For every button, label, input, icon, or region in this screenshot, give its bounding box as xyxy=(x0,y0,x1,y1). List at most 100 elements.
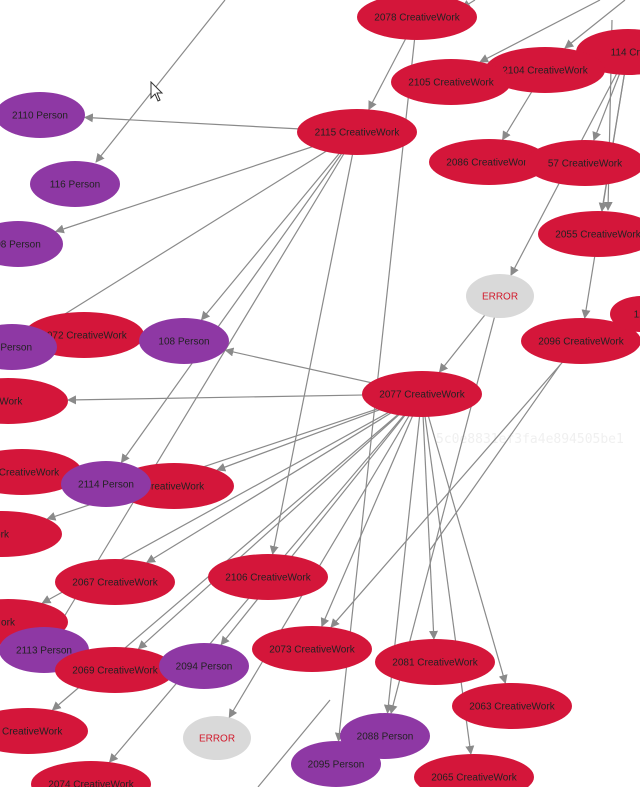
node-err2[interactable]: ERROR xyxy=(183,716,251,760)
node-label: 2105 CreativeWork xyxy=(408,78,494,89)
node-n57[interactable]: 57 CreativeWork xyxy=(525,140,640,186)
node-label: 2074 CreativeWork xyxy=(48,780,134,787)
node-label: 108 Person xyxy=(158,337,209,348)
creative-node-shape xyxy=(485,47,605,93)
node-n2095[interactable]: 2095 Person xyxy=(291,741,381,787)
node-n120[interactable]: 120 xyxy=(610,296,640,332)
creative-node-shape xyxy=(297,109,417,155)
edge-n2115-to-n2106 xyxy=(269,131,358,555)
creative-node-shape xyxy=(31,761,151,787)
node-n2065[interactable]: 2065 CreativeWork xyxy=(414,754,534,787)
node-err1[interactable]: ERROR xyxy=(466,274,534,318)
node-n2073[interactable]: 2073 CreativeWork xyxy=(252,626,372,672)
creative-node-shape xyxy=(0,378,68,424)
edge-n2077-to-n2094 xyxy=(220,393,423,646)
creative-node-shape xyxy=(610,296,640,332)
edge-line xyxy=(257,699,331,787)
node-n2094[interactable]: 2094 Person xyxy=(159,643,249,689)
node-n2069[interactable]: 2069 CreativeWork xyxy=(55,647,175,693)
background-id-text: 5c0e8831ef3fa4e894505be1 xyxy=(436,432,624,447)
creative-node-shape xyxy=(55,559,175,605)
creative-node-shape xyxy=(414,754,534,787)
node-label: 57 CreativeWork xyxy=(548,159,623,170)
creative-node-shape xyxy=(55,647,175,693)
edge-n2077-to-n2069 xyxy=(137,393,423,650)
node-label: 2094 Person xyxy=(176,662,233,673)
creative-node-shape xyxy=(452,683,572,729)
node-label: 120 xyxy=(634,310,640,321)
node-n2105[interactable]: 2105 CreativeWork xyxy=(391,59,511,105)
person-node-shape xyxy=(159,643,249,689)
edge-line xyxy=(429,364,561,551)
node-label: 114 Cre xyxy=(611,48,640,59)
node-n2074[interactable]: 2074 CreativeWork xyxy=(31,761,151,787)
node-label: 2095 Person xyxy=(308,760,365,771)
edge-n2077-to-n2067 xyxy=(146,393,423,564)
node-label: 2086 CreativeWork xyxy=(446,158,532,169)
node-n7p[interactable]: 7 Person xyxy=(0,324,57,370)
node-nork[interactable]: ork xyxy=(0,511,62,557)
mouse-cursor-icon xyxy=(150,81,164,102)
node-n2104[interactable]: 2104 CreativeWork xyxy=(485,47,605,93)
node-n2115[interactable]: 2115 CreativeWork xyxy=(297,109,417,155)
person-node-shape xyxy=(0,92,85,138)
node-n2114[interactable]: 2114 Person xyxy=(61,461,151,507)
node-n2096[interactable]: 2096 CreativeWork xyxy=(521,318,640,364)
node-label: 2069 CreativeWork xyxy=(72,666,158,677)
node-label: ERROR xyxy=(482,292,518,303)
node-n116[interactable]: 116 Person xyxy=(30,161,120,207)
edge-n114-to-n2096 xyxy=(581,51,629,319)
creative-node-shape xyxy=(391,59,511,105)
node-label: 7 Person xyxy=(0,343,32,354)
edge-n2115-to-n7p xyxy=(39,131,358,330)
node-label: eWork xyxy=(0,397,23,408)
node-n108[interactable]: 108 Person xyxy=(139,318,229,364)
node-n2077[interactable]: 2077 CreativeWork xyxy=(362,371,482,417)
edge-n2115-to-n108 xyxy=(200,131,358,321)
creative-node-shape xyxy=(538,211,640,257)
node-n5cw[interactable]: 5 CreativeWork xyxy=(0,708,88,754)
creative-node-shape xyxy=(208,554,328,600)
node-label: 2114 Person xyxy=(78,480,134,491)
node-n2081[interactable]: 2081 CreativeWork xyxy=(375,639,495,685)
node-label: 2104 CreativeWork xyxy=(502,66,588,77)
node-label: ERROR xyxy=(199,734,235,745)
edge-n2115-to-n08p xyxy=(54,131,358,234)
creative-node-shape xyxy=(521,318,640,364)
node-n2106[interactable]: 2106 CreativeWork xyxy=(208,554,328,600)
node-neWork1[interactable]: eWork xyxy=(0,378,68,424)
node-label: CreativeWork xyxy=(144,482,205,493)
edge-n2077-to-n2063 xyxy=(421,393,508,684)
creative-node-shape xyxy=(0,511,62,557)
error-node-shape xyxy=(183,716,251,760)
node-label: 2055 CreativeWork xyxy=(555,230,640,241)
node-label: 2077 CreativeWork xyxy=(379,390,465,401)
creative-node-shape xyxy=(252,626,372,672)
edge-n2115-to-n2114 xyxy=(120,131,358,464)
edge-n2077-to-n2073 xyxy=(320,393,423,628)
node-label: 2067 CreativeWork xyxy=(72,578,158,589)
node-label: 5 CreativeWork xyxy=(0,727,63,738)
node-n2086[interactable]: 2086 CreativeWork xyxy=(429,139,549,185)
node-label: 2065 CreativeWork xyxy=(431,773,517,784)
node-n2067[interactable]: 2067 CreativeWork xyxy=(55,559,175,605)
creative-node-shape xyxy=(375,639,495,685)
node-label: ork xyxy=(0,530,10,541)
node-label: 2081 CreativeWork xyxy=(392,658,478,669)
node-n2055[interactable]: 2055 CreativeWork xyxy=(538,211,640,257)
edge-line xyxy=(479,0,601,63)
node-n08p[interactable]: 08 Person xyxy=(0,221,63,267)
edge-n2096-to-n2073 xyxy=(330,340,582,628)
node-n2063[interactable]: 2063 CreativeWork xyxy=(452,683,572,729)
edge-n2115-to-n2113 xyxy=(56,131,358,629)
creative-node-shape xyxy=(357,0,477,40)
node-label: 116 Person xyxy=(50,180,100,191)
node-n2110[interactable]: 2110 Person xyxy=(0,92,85,138)
edge-n2077-to-err2 xyxy=(228,393,423,719)
node-label: 2072 CreativeWork xyxy=(41,331,127,342)
person-node-shape xyxy=(0,324,57,370)
node-n2078[interactable]: 2078 CreativeWork xyxy=(357,0,477,40)
node-label: 2113 Person xyxy=(16,646,72,657)
person-node-shape xyxy=(0,221,63,267)
